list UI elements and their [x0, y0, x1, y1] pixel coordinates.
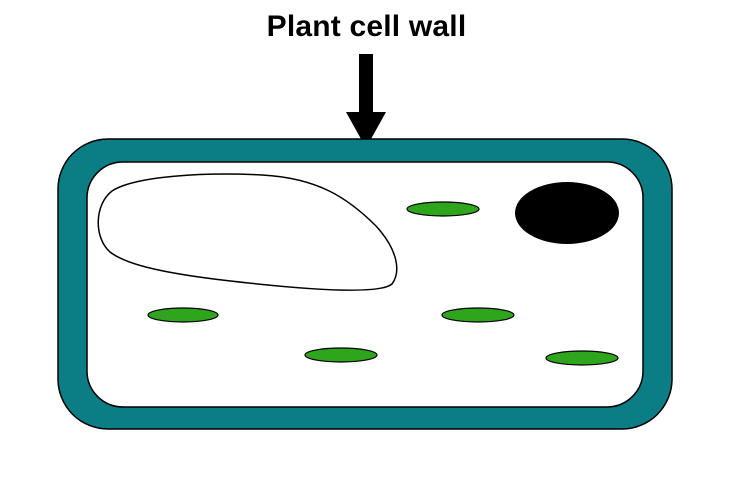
nucleus — [515, 182, 619, 244]
chloroplasts — [147, 201, 619, 366]
arrow-shaft — [359, 54, 373, 120]
chloroplast — [147, 307, 219, 323]
label-arrow — [346, 54, 386, 148]
chloroplast — [441, 307, 515, 323]
chloroplast — [406, 201, 480, 217]
chloroplast — [304, 347, 378, 363]
arrow-head — [346, 112, 386, 148]
chloroplast — [545, 350, 619, 366]
diagram-title: Plant cell wall — [266, 10, 467, 43]
vacuole — [97, 173, 398, 291]
